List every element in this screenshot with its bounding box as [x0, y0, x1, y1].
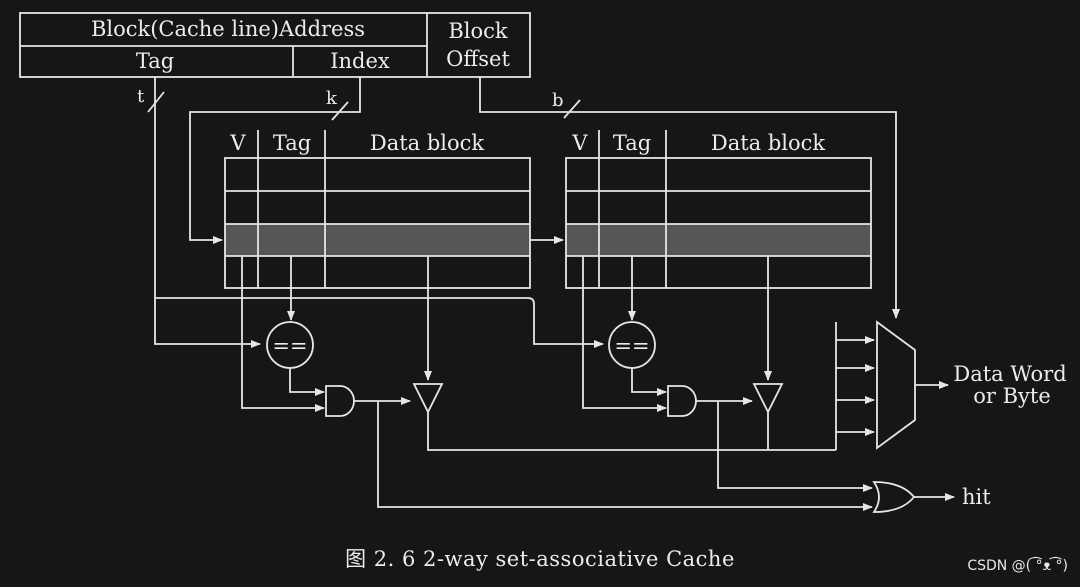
block-offset-label-2: Offset — [446, 47, 510, 71]
cache-way-2: V Tag Data block — [565, 130, 872, 289]
way2-data-header: Data block — [711, 131, 826, 155]
figure-caption: 图 2. 6 2-way set-associative Cache — [345, 547, 735, 571]
bus-width-markers: t k b — [137, 86, 581, 121]
address-register-frame — [19, 12, 531, 78]
tag-wires — [154, 77, 604, 348]
comparator-2-symbol: == — [614, 334, 649, 358]
way1-array — [224, 157, 531, 289]
way2-v-header: V — [571, 131, 588, 155]
or-gate-shape — [872, 481, 916, 513]
block-address-label: Block(Cache line)Address — [91, 17, 365, 41]
csdn-watermark: CSDN @( ͡°ᴥ ͡°) — [967, 557, 1068, 574]
way1-logic — [241, 256, 873, 511]
tag-field-label: Tag — [136, 49, 174, 73]
comparator-1-symbol: == — [272, 334, 307, 358]
index-field-label: Index — [330, 49, 390, 73]
cache-way-1: V Tag Data block — [224, 130, 531, 289]
way2-logic — [582, 256, 873, 492]
way2-selected-row — [566, 224, 871, 256]
way1-tristate-buffer — [412, 383, 444, 415]
data-word-label-1: Data Word — [953, 362, 1066, 386]
way1-v-header: V — [229, 131, 246, 155]
way2-array — [565, 157, 872, 289]
offset-wire — [479, 77, 900, 319]
comparator-1: == — [266, 256, 314, 369]
index-bus-width: k — [326, 88, 338, 109]
way1-tag-header: Tag — [273, 131, 311, 155]
multiplexer-shape — [876, 320, 916, 450]
hit-label: hit — [962, 485, 991, 509]
data-word-label-2: or Byte — [973, 384, 1051, 408]
way1-selected-row — [225, 224, 530, 256]
output-multiplexer: Data Word or Byte — [835, 320, 1067, 450]
index-wires — [189, 77, 564, 244]
address-register: Block(Cache line)Address Tag Index Block… — [19, 12, 531, 78]
way2-tag-header: Tag — [613, 131, 651, 155]
way1-data-header: Data block — [370, 131, 485, 155]
tag-bus-width: t — [137, 86, 145, 107]
way1-and-gate — [325, 385, 355, 417]
hit-or-gate: hit — [872, 481, 991, 513]
way2-and-gate — [667, 385, 697, 417]
way2-tristate-buffer — [752, 383, 784, 415]
block-offset-label-1: Block — [448, 19, 508, 43]
offset-bus-width: b — [552, 90, 564, 111]
comparator-2: == — [608, 256, 656, 369]
